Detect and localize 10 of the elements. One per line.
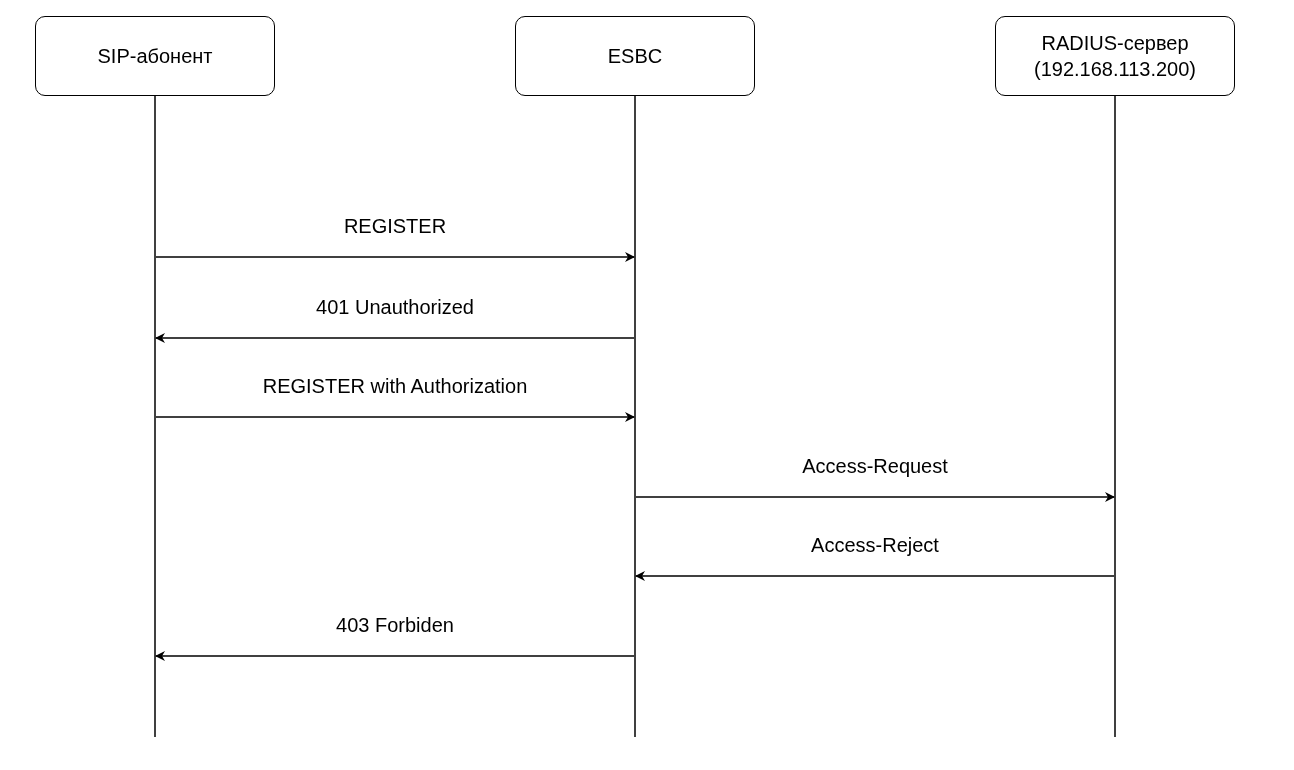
participant-box: RADIUS-сервер (192.168.113.200) <box>995 16 1235 96</box>
message-label: Access-Reject <box>809 534 941 557</box>
participant-box: SIP-абонент <box>35 16 275 96</box>
message-arrow <box>155 651 635 661</box>
participant-box: ESBC <box>515 16 755 96</box>
message-arrow <box>155 412 635 422</box>
message-arrow <box>635 492 1115 502</box>
message-arrow <box>155 252 635 262</box>
message-arrow <box>635 571 1115 581</box>
message-arrow <box>155 333 635 343</box>
